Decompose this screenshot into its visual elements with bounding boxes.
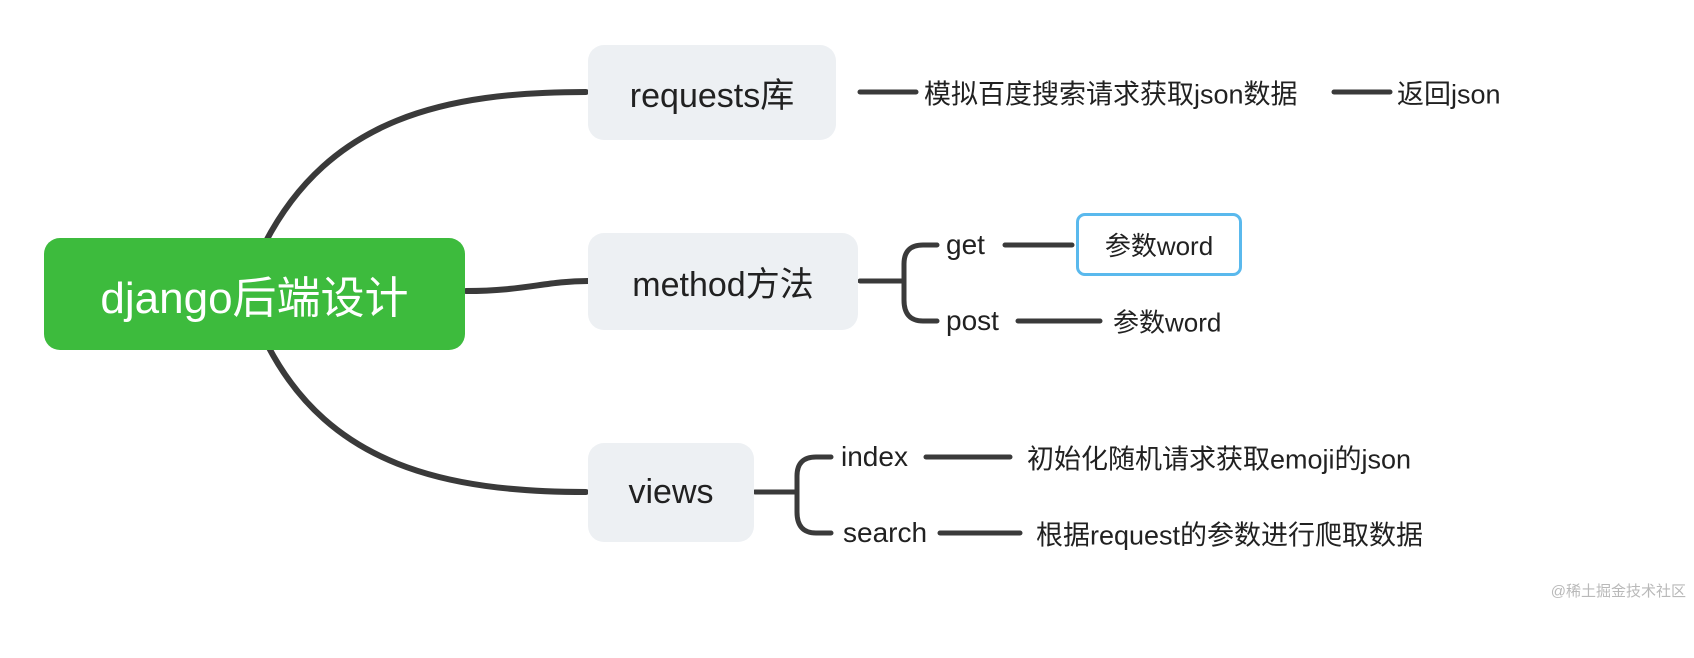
node-baidu-json-annotation[interactable]: 模拟百度搜索请求获取json数据 — [924, 79, 1298, 110]
node-post[interactable]: post — [946, 305, 999, 336]
connector-bracket-index — [794, 454, 834, 497]
connector-bracket-search — [794, 487, 834, 536]
branch-node-method[interactable]: method方法 — [588, 233, 858, 330]
node-index-annotation[interactable]: 初始化随机请求获取emoji的json — [1027, 444, 1412, 475]
node-get[interactable]: get — [946, 229, 985, 260]
connector-bracket-get — [901, 242, 940, 286]
connector-root-requests — [262, 89, 589, 246]
node-search-annotation[interactable]: 根据request的参数进行爬取数据 — [1036, 520, 1424, 551]
connector-root-method — [463, 278, 591, 294]
root-node[interactable]: django后端设计 — [44, 238, 465, 350]
connector-root-views — [265, 343, 589, 495]
node-post-param-word[interactable]: 参数word — [1113, 307, 1222, 338]
watermark-juejin: @稀土掘金技术社区 — [1550, 583, 1686, 600]
node-search[interactable]: search — [843, 517, 928, 548]
branch-node-requests[interactable]: requests库 — [588, 45, 836, 140]
node-get-param-word-highlighted[interactable]: 参数word — [1076, 213, 1242, 276]
connector-bracket-post — [901, 276, 940, 324]
node-index[interactable]: index — [841, 441, 908, 472]
branch-node-views[interactable]: views — [588, 443, 754, 542]
node-return-json[interactable]: 返回json — [1397, 79, 1501, 110]
